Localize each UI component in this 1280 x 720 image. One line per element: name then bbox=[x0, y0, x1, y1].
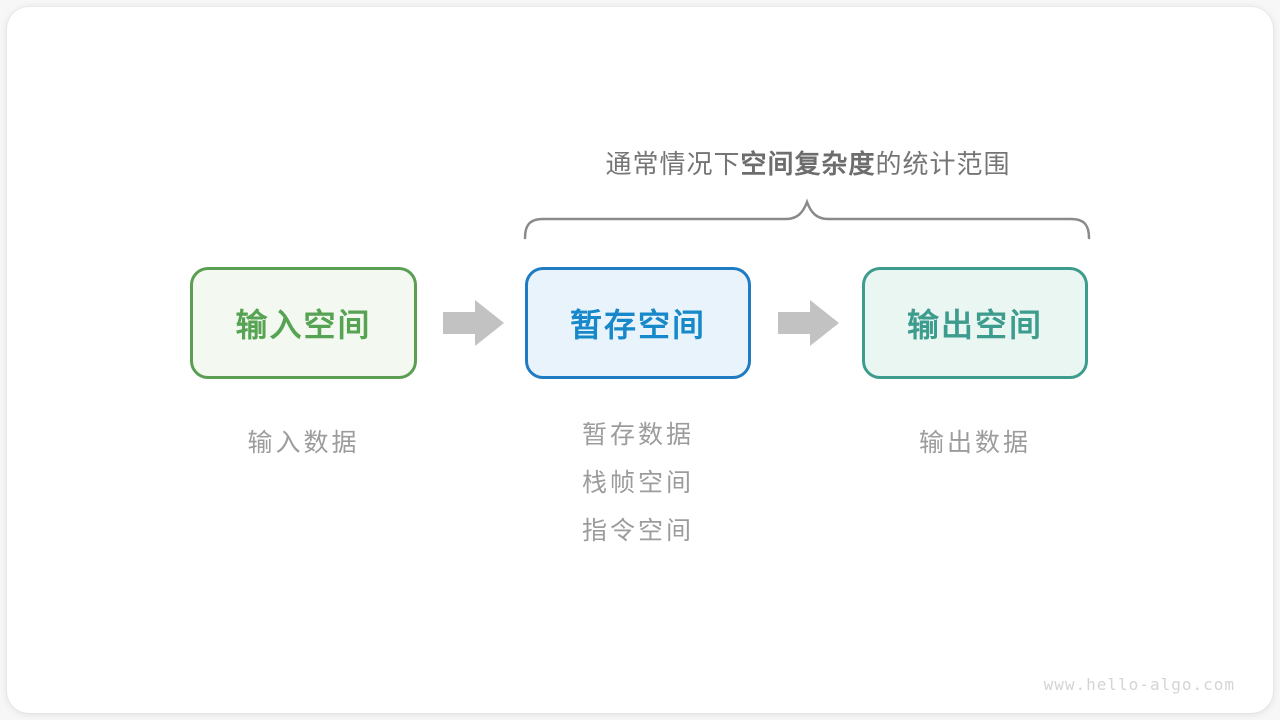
scope-title-prefix: 通常情况下 bbox=[605, 149, 741, 179]
node-output-space-label: 输出空间 bbox=[906, 307, 1043, 343]
scope-title-suffix: 的统计范围 bbox=[875, 149, 1011, 179]
node-temp-space-label: 暂存空间 bbox=[569, 307, 706, 343]
node-temp-space: 暂存空间 bbox=[525, 267, 751, 379]
temp-space-annotations: 暂存数据 栈帧空间 指令空间 bbox=[525, 411, 751, 555]
temp-annotation-line: 暂存数据 bbox=[581, 421, 694, 449]
temp-annotation-line: 栈帧空间 bbox=[581, 469, 694, 497]
site-watermark: www.hello-algo.com bbox=[1043, 675, 1235, 694]
temp-annotation-line: 指令空间 bbox=[581, 517, 694, 545]
node-input-space-label: 输入空间 bbox=[235, 307, 372, 343]
arrow-right-icon bbox=[778, 300, 839, 346]
output-space-annotation: 输出数据 bbox=[918, 429, 1031, 457]
scope-title-emphasis: 空间复杂度 bbox=[740, 149, 876, 179]
node-input-space: 输入空间 bbox=[190, 267, 417, 379]
arrow-right-icon bbox=[443, 300, 504, 346]
node-output-space: 输出空间 bbox=[862, 267, 1088, 379]
scope-title: 通常情况下空间复杂度的统计范围 bbox=[525, 144, 1091, 181]
input-space-annotation: 输入数据 bbox=[247, 429, 360, 457]
